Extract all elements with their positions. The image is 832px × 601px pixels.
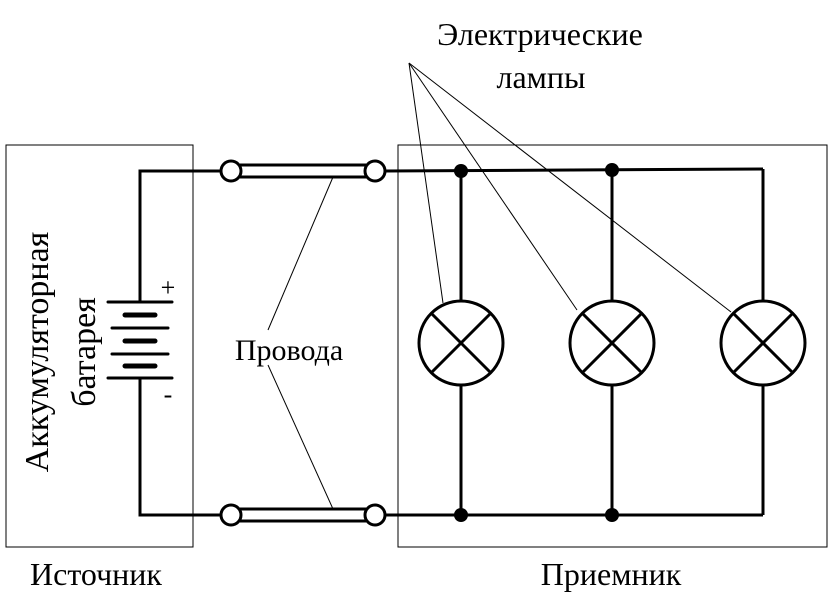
bottom-wire: [240, 507, 366, 523]
battery-symbol: [106, 300, 174, 380]
terminal-bottom-left: [219, 503, 243, 527]
receiver-label: Приемник: [541, 556, 682, 592]
receiver-box: [397, 144, 828, 548]
battery-wiring: [138, 169, 230, 517]
minus-sign: -: [164, 380, 173, 409]
lamp-2: [568, 299, 656, 387]
lamps-label-line1: Электрические: [437, 16, 643, 52]
terminals: [219, 159, 387, 527]
junctions: [454, 163, 619, 522]
terminal-top-right: [363, 159, 387, 183]
wires-label: Провода: [235, 334, 343, 367]
lamps-leader-lines: [408, 62, 732, 313]
battery-label-line1: Аккумуляторная: [19, 231, 56, 472]
source-box: [5, 144, 194, 548]
wires-leader-lines: [267, 176, 334, 510]
lamps-label-line2: лампы: [496, 59, 585, 95]
lamp-branches: [459, 169, 765, 515]
source-label: Источник: [30, 556, 162, 592]
receiver-buses: [384, 167, 764, 517]
top-wire: [240, 163, 366, 179]
lamp-1: [417, 299, 505, 387]
plus-sign: +: [161, 273, 176, 302]
terminal-top-left: [219, 159, 243, 183]
battery-label-line2: батарея: [66, 297, 103, 407]
lamp-3: [719, 299, 807, 387]
terminal-bottom-right: [363, 503, 387, 527]
